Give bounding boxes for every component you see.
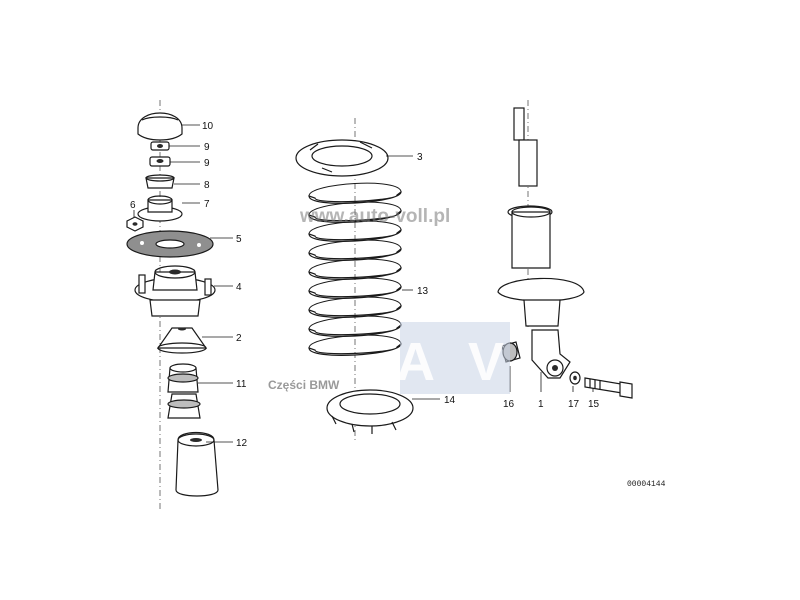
callout-6: 6	[130, 200, 136, 211]
part-small-nut	[126, 216, 144, 232]
part-coil-spring	[308, 182, 402, 356]
spring-coil-front	[308, 190, 402, 204]
callout-15: 15	[588, 399, 600, 410]
callout-10: 10	[202, 121, 214, 132]
part-strut-support	[134, 265, 216, 317]
spring-coil-front	[308, 209, 402, 223]
callout-2: 2	[236, 333, 242, 344]
spring-coil-front	[308, 228, 402, 242]
part-small-washer	[569, 371, 581, 385]
coil-spring-group	[295, 118, 440, 440]
callout-16: 16	[503, 399, 515, 410]
part-bolt	[584, 377, 633, 399]
callout-11: 11	[236, 379, 247, 390]
diagram-reference-code: 00004144	[627, 480, 666, 489]
callout-4: 4	[236, 282, 242, 293]
spring-coil-back	[308, 258, 402, 273]
part-bump-stop	[167, 363, 201, 419]
spring-coil-back	[308, 277, 402, 292]
shock-absorber-group	[497, 100, 633, 399]
part-rubber-mount	[137, 195, 183, 222]
spring-coil-back	[308, 182, 402, 197]
part-protective-cap	[137, 112, 183, 141]
spring-coil-front	[308, 285, 402, 299]
spring-coil-front	[308, 266, 402, 280]
spring-coil-front	[308, 342, 402, 356]
spring-coil-back	[308, 220, 402, 235]
part-shock-absorber	[497, 107, 585, 379]
part-gasket	[126, 230, 214, 258]
part-lower-spring-seat	[326, 389, 414, 434]
watermark-logo-box	[400, 322, 510, 394]
spring-coil-back	[308, 201, 402, 216]
callout-3: 3	[417, 152, 423, 163]
part-nut-upper	[150, 141, 170, 151]
spring-coil-back	[308, 239, 402, 254]
part-protective-tube	[175, 431, 219, 497]
callout-5: 5	[236, 234, 242, 245]
part-upper-spring-seat	[295, 139, 389, 177]
callout-17: 17	[568, 399, 580, 410]
left-strut-mount-stack	[126, 100, 233, 510]
callout-1: 1	[538, 399, 544, 410]
callout-7: 7	[204, 199, 210, 210]
part-washer	[145, 174, 175, 189]
watermark-logo: A V	[400, 322, 510, 394]
spring-coil-front	[308, 304, 402, 318]
watermark-parts-label: Części BMW	[268, 378, 340, 392]
spring-coil-back	[308, 296, 402, 311]
part-nut-lower	[149, 156, 171, 167]
callout-9-upper: 9	[204, 142, 210, 153]
spring-coil-back	[308, 334, 402, 349]
callout-13: 13	[417, 286, 429, 297]
callout-9-lower: 9	[204, 158, 210, 169]
callout-14: 14	[444, 395, 456, 406]
callout-labels: 10 9 9 8 7 6 5 4 2 11 12 3 13 14 16 1 17…	[130, 121, 600, 449]
part-bump-stop-cap	[156, 327, 208, 354]
callout-8: 8	[204, 180, 210, 191]
spring-coil-front	[308, 247, 402, 261]
spring-coil-back	[308, 315, 402, 330]
watermark-logo-letters: A V	[400, 332, 510, 392]
watermark-url: www.auto-voll.pl	[300, 206, 451, 227]
spring-coil-front	[308, 323, 402, 337]
callout-12: 12	[236, 438, 248, 449]
